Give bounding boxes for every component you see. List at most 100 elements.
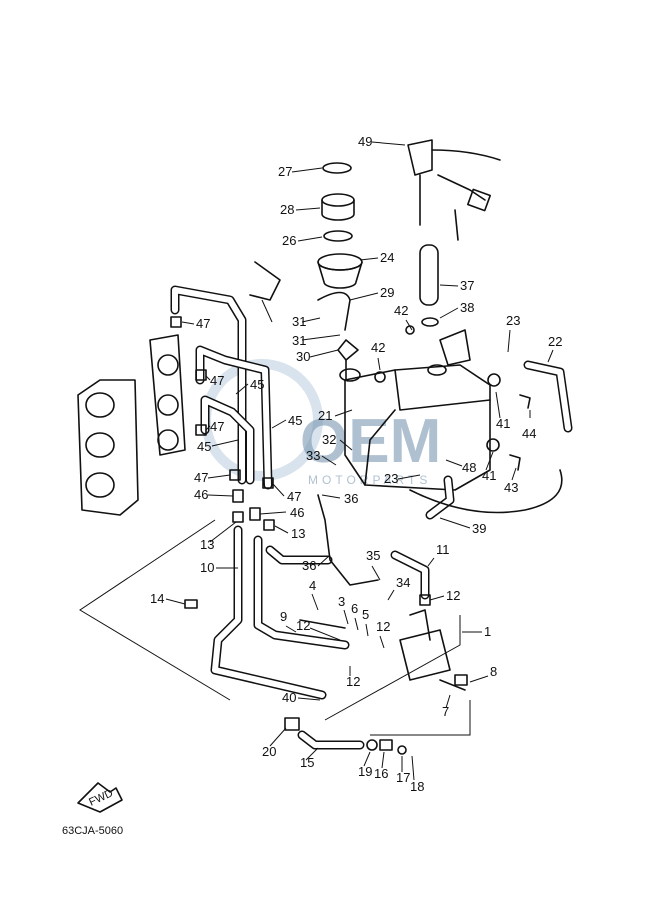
callout-leader xyxy=(511,467,517,481)
carburetor-assembly xyxy=(77,334,186,516)
callout-leader xyxy=(439,517,471,529)
callout-12: 12 xyxy=(346,674,360,689)
callout-4: 4 xyxy=(309,578,316,593)
callout-leader xyxy=(165,598,186,605)
callout-26: 26 xyxy=(282,233,296,248)
callout-45: 45 xyxy=(288,413,302,428)
callout-35: 35 xyxy=(366,548,380,563)
callout-12: 12 xyxy=(296,618,310,633)
callout-13: 13 xyxy=(291,526,305,541)
callout-24: 24 xyxy=(380,250,394,265)
fuel-sender xyxy=(407,139,501,327)
watermark-subtext: MOTORPARTS xyxy=(308,473,431,487)
callout-36: 36 xyxy=(344,491,358,506)
callout-3: 3 xyxy=(338,594,345,609)
hoses-45 xyxy=(170,285,273,490)
callout-leader xyxy=(349,292,379,301)
callout-45: 45 xyxy=(197,439,211,454)
callout-leader xyxy=(429,595,445,601)
callout-1: 1 xyxy=(484,624,491,639)
callout-41: 41 xyxy=(482,468,496,483)
callout-leader xyxy=(547,349,554,363)
callout-leader xyxy=(205,375,211,381)
callout-36: 36 xyxy=(302,558,316,573)
callout-49: 49 xyxy=(358,134,372,149)
lower-hoses xyxy=(210,494,430,700)
callout-19: 19 xyxy=(358,764,372,779)
callout-17: 17 xyxy=(396,770,410,785)
callout-31: 31 xyxy=(292,333,306,348)
callout-28: 28 xyxy=(280,202,294,217)
callout-leader xyxy=(321,494,341,499)
callout-12: 12 xyxy=(446,588,460,603)
callout-leader xyxy=(439,284,459,287)
callout-leader xyxy=(439,307,459,319)
callout-leader xyxy=(297,236,323,242)
callout-leader xyxy=(305,747,319,761)
callout-47: 47 xyxy=(210,373,224,388)
callout-leader xyxy=(207,474,231,479)
filler-cap-parts xyxy=(317,162,363,289)
callout-leader xyxy=(387,589,395,601)
callout-leader xyxy=(274,525,289,534)
callout-leader xyxy=(445,459,463,467)
callout-13: 13 xyxy=(200,537,214,552)
callout-10: 10 xyxy=(200,560,214,575)
callout-leader xyxy=(309,627,341,641)
callout-leader xyxy=(209,521,237,543)
callout-29: 29 xyxy=(380,285,394,300)
callout-14: 14 xyxy=(150,591,164,606)
callout-leader xyxy=(235,383,249,395)
callout-leader xyxy=(334,409,353,417)
fuel-pump xyxy=(299,609,468,691)
callout-leader xyxy=(363,751,371,767)
callout-leader xyxy=(379,635,385,649)
assembly-boundary xyxy=(79,519,471,736)
callout-6: 6 xyxy=(351,601,358,616)
callout-leader xyxy=(259,511,287,515)
callout-22: 22 xyxy=(548,334,562,349)
callout-11: 11 xyxy=(436,542,450,557)
callout-21: 21 xyxy=(318,408,332,423)
callout-leader xyxy=(485,451,494,471)
callout-leader xyxy=(207,494,234,497)
watermark: OEM MOTORPARTS xyxy=(201,359,441,487)
callout-16: 16 xyxy=(374,766,388,781)
callout-9: 9 xyxy=(280,609,287,624)
callout-47: 47 xyxy=(287,489,301,504)
callout-leader xyxy=(495,391,501,419)
callout-leader xyxy=(397,474,421,480)
callout-31: 31 xyxy=(292,314,306,329)
callout-leader xyxy=(271,419,287,429)
callout-leader xyxy=(354,617,359,631)
callout-47: 47 xyxy=(210,419,224,434)
callout-leader xyxy=(211,439,239,447)
vapor-separator xyxy=(344,329,491,491)
callout-23: 23 xyxy=(384,471,398,486)
callout-leader xyxy=(405,319,413,331)
callout-leader xyxy=(343,609,349,625)
callout-12: 12 xyxy=(376,619,390,634)
fwd-arrow: FWD xyxy=(77,782,123,813)
callout-39: 39 xyxy=(472,521,486,536)
callout-leader xyxy=(272,483,285,497)
callout-leader xyxy=(301,334,341,341)
callout-40: 40 xyxy=(282,690,296,705)
callout-23: 23 xyxy=(506,313,520,328)
callout-leader xyxy=(371,565,381,581)
callout-48: 48 xyxy=(462,460,476,475)
callout-leader xyxy=(339,439,353,451)
hose-39-22 xyxy=(409,360,573,520)
callout-30: 30 xyxy=(296,349,310,364)
callout-leader xyxy=(301,317,321,323)
callout-leader xyxy=(295,207,321,211)
callout-46: 46 xyxy=(194,487,208,502)
callout-42: 42 xyxy=(394,303,408,318)
callout-leader xyxy=(285,625,297,633)
callout-15: 15 xyxy=(300,755,314,770)
callout-33: 33 xyxy=(306,448,320,463)
callout-leader xyxy=(381,751,385,769)
callout-leader xyxy=(321,455,337,466)
callout-leader xyxy=(297,697,321,701)
callout-leader xyxy=(377,357,381,371)
